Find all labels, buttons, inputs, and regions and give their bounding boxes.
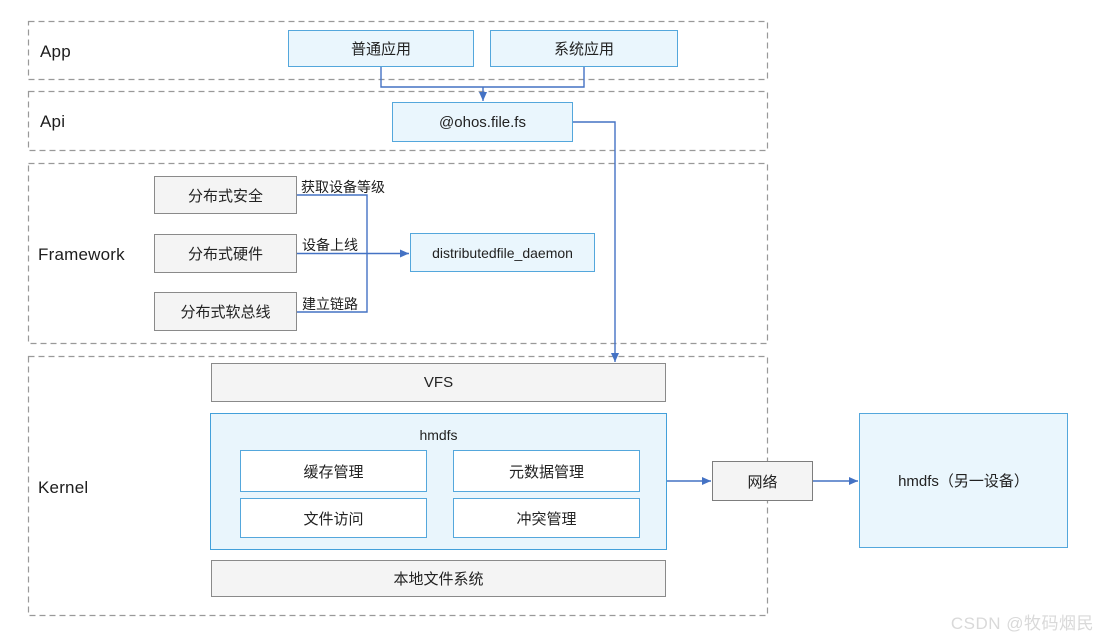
node-ohos-file-fs: @ohos.file.fs — [392, 102, 573, 142]
node-dist-softbus: 分布式软总线 — [154, 292, 297, 331]
layer-app-rect — [27, 20, 769, 81]
layer-label-api: Api — [40, 112, 66, 131]
node-local-filesystem: 本地文件系统 — [211, 560, 666, 597]
node-dist-security: 分布式安全 — [154, 176, 297, 214]
node-system-app: 系统应用 — [490, 30, 678, 67]
node-file-access: 文件访问 — [240, 498, 427, 538]
layer-label-kernel: Kernel — [38, 478, 89, 497]
edge-api-to-vfs — [573, 121, 619, 362]
node-dist-hardware: 分布式硬件 — [154, 234, 297, 273]
hmdfs-title: hmdfs — [419, 427, 458, 443]
layer-label-framework: Framework — [38, 245, 125, 264]
node-normal-app: 普通应用 — [288, 30, 474, 67]
layer-label-app: App — [40, 42, 71, 61]
edge-label-get-device-level: 获取设备等级 — [301, 179, 385, 195]
node-distributedfile-daemon: distributedfile_daemon — [410, 233, 595, 272]
node-network: 网络 — [712, 461, 813, 501]
edge-label-establish-link: 建立链路 — [302, 296, 358, 312]
node-remote-hmdfs: hmdfs（另一设备） — [859, 413, 1068, 548]
node-vfs: VFS — [211, 363, 666, 402]
node-metadata-management: 元数据管理 — [453, 450, 640, 492]
node-cache-management: 缓存管理 — [240, 450, 427, 492]
edge-apps-join — [380, 67, 585, 88]
watermark: CSDN @牧码烟民 — [950, 614, 1094, 633]
node-conflict-management: 冲突管理 — [453, 498, 640, 538]
edge-label-device-online: 设备上线 — [302, 237, 358, 253]
